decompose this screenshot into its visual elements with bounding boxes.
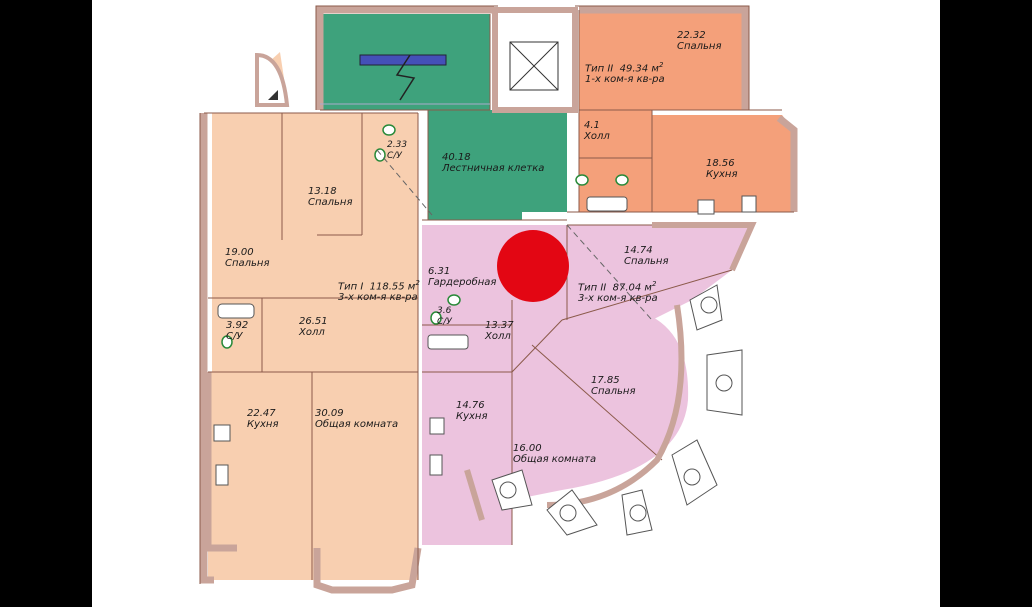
room-area: 6.31 — [428, 266, 451, 277]
outer-walls — [200, 6, 798, 594]
apartment-type2-small-fill — [579, 10, 794, 212]
room-name: Спальня — [591, 386, 636, 397]
room-area: 17.85 — [591, 375, 620, 386]
room-name: Спальня — [225, 258, 270, 269]
apartment-type: Тип II — [585, 63, 614, 75]
room-area: 3.92 — [226, 320, 249, 331]
room-name: Холл — [299, 327, 325, 338]
plumbing-fixtures — [221, 124, 629, 349]
room-name: Кухня — [706, 169, 738, 180]
room-name: Кухня — [247, 419, 279, 430]
kitchen-fixtures — [213, 195, 757, 486]
apartment-type: Тип II — [578, 282, 607, 294]
apartment-type: Тип I — [338, 281, 364, 293]
room-name: Кухня — [456, 411, 488, 422]
apartment-area: 49.34 м — [619, 63, 659, 75]
apartment-type2-small-label: Тип II 49.34 м2 1-х ком-я кв-ра — [585, 60, 665, 85]
rotunda-walls — [464, 222, 757, 521]
apartment-area: 87.04 м — [612, 282, 652, 294]
room-name: Общая комната — [513, 454, 597, 465]
room-name: С/У — [437, 317, 452, 327]
room-name: Общая комната — [315, 419, 399, 430]
unit-superscript: 2 — [651, 280, 657, 288]
room-name: С/У — [387, 151, 402, 161]
apartment-type1-fill — [204, 52, 418, 580]
stair-details — [320, 54, 490, 105]
room-name: Спальня — [624, 256, 669, 267]
room-area: 40.18 — [442, 152, 471, 163]
unit-superscript: 2 — [658, 61, 664, 69]
room-name: Гардеробная — [428, 277, 497, 288]
room-area: 13.18 — [308, 186, 337, 197]
room-name: Спальня — [308, 197, 353, 208]
bay-windows — [491, 284, 743, 536]
room-name: С/У — [226, 331, 243, 342]
apartment-type1-label: Тип I 118.55 м2 3-х ком-я кв-ра — [338, 278, 420, 303]
room-area: 26.51 — [299, 316, 328, 327]
apartment-type2-large-label: Тип II 87.04 м2 3-х ком-я кв-ра — [578, 279, 658, 304]
wall-lines — [199, 5, 794, 584]
red-marker — [497, 230, 569, 302]
room-area: 4.1 — [584, 120, 600, 131]
elevator-shaft — [492, 7, 578, 113]
room-area: 22.47 — [247, 408, 276, 419]
floor-plan — [199, 5, 798, 594]
room-name: Холл — [584, 131, 610, 142]
room-area: 2.33 — [387, 140, 408, 150]
room-name: Спальня — [677, 41, 722, 52]
room-area: 14.76 — [456, 400, 485, 411]
corner-balcony — [255, 52, 290, 107]
room-area: 30.09 — [315, 408, 344, 419]
apartment-rooms: 3-х ком-я кв-ра — [578, 293, 658, 305]
unit-superscript: 2 — [415, 279, 420, 287]
room-area: 16.00 — [513, 443, 542, 454]
apartment-rooms: 3-х ком-я кв-ра — [338, 292, 418, 304]
room-area: 13.37 — [485, 320, 514, 331]
room-name: Лестничная клетка — [442, 163, 545, 174]
room-area: 19.00 — [225, 247, 254, 258]
room-area: 3.6 — [437, 306, 452, 316]
apartment-rooms: 1-х ком-я кв-ра — [585, 74, 665, 86]
apartment-area: 118.55 м — [369, 281, 416, 293]
room-area: 22.32 — [677, 30, 706, 41]
room-name: Холл — [485, 331, 511, 342]
room-area: 18.56 — [706, 158, 735, 169]
room-area: 14.74 — [624, 245, 653, 256]
